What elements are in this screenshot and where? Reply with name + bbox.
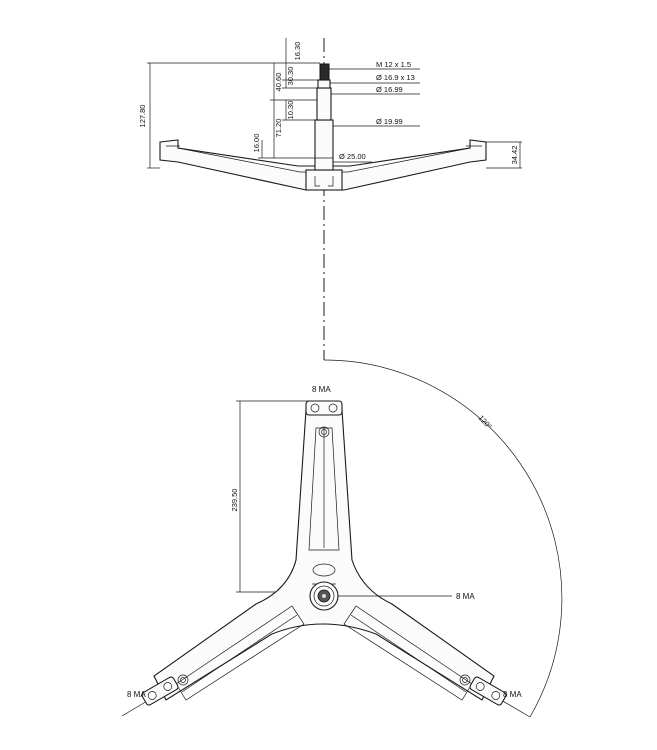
dim-hub-len: 16.00	[252, 134, 261, 153]
dim-total-height: 127.80	[138, 105, 147, 128]
dim-arm-length: 239.50	[230, 489, 239, 512]
dim-upper-len: 40.60	[274, 73, 283, 92]
callout-dia-1999: Ø 19.99	[376, 117, 403, 126]
bolt-hole-right	[459, 674, 471, 686]
angle-arc	[323, 359, 563, 718]
shaft-upper	[316, 87, 332, 121]
dim-shaft-len: 71.20	[274, 119, 283, 138]
mount-pad-top	[305, 400, 343, 416]
spider-body	[153, 409, 495, 701]
bolt-hole-left	[177, 674, 189, 686]
callout-dia-169: Ø 16.9 x 13	[376, 73, 415, 82]
mount-pad-left	[141, 676, 179, 706]
callout-dia-25: Ø 25.00	[339, 152, 366, 161]
dim-mid-len: 10.30	[286, 101, 295, 120]
mount-label-right: 8 MA	[503, 690, 522, 699]
bolt-hole-top	[318, 426, 330, 438]
shaft-thread	[319, 63, 330, 81]
mount-label-top: 8 MA	[312, 385, 331, 394]
dim-shaft-top: 16.30	[293, 42, 302, 61]
hub-block	[305, 169, 343, 191]
side-view: 16.30 30.30 40.60 10.30 71.20 16.00 127.…	[138, 38, 522, 191]
dim-thread-len: 30.30	[286, 67, 295, 86]
top-arm-slot	[312, 563, 336, 577]
dim-arm-height: 34.42	[510, 146, 519, 165]
mount-label-left: 8 MA	[127, 690, 146, 699]
mount-label-center: 8 MA	[456, 592, 475, 601]
shaft-lower	[314, 119, 334, 171]
callout-thread: M 12 x 1.5	[376, 60, 411, 69]
top-view: 120° 239.50	[121, 359, 563, 718]
callout-dia-1699: Ø 16.99	[376, 85, 403, 94]
mount-pad-right	[469, 676, 507, 706]
shaft-collar	[317, 79, 331, 89]
